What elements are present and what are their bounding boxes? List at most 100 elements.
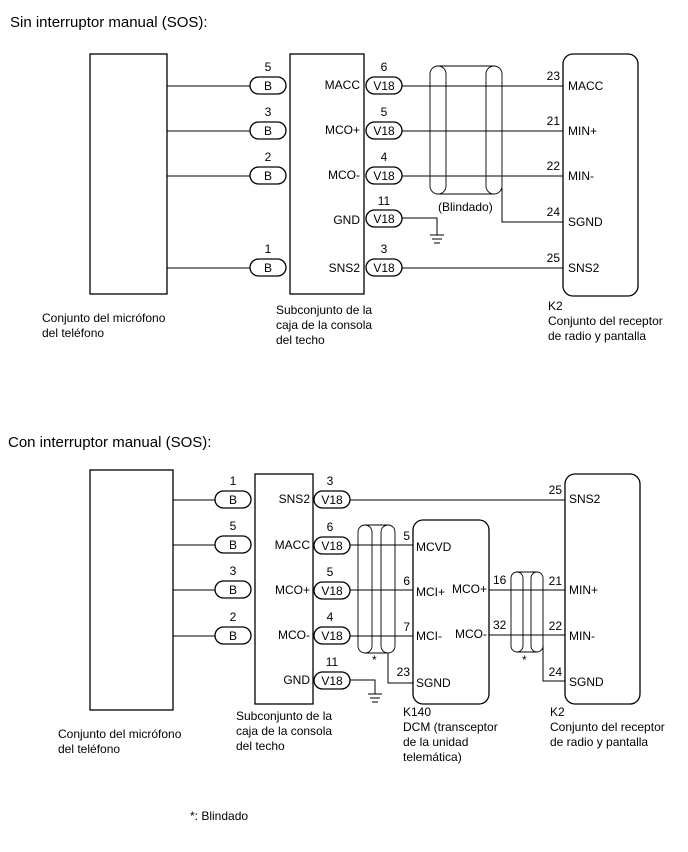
dcm-box — [412, 519, 490, 705]
console-pin-num-1-1: 6 — [381, 60, 388, 74]
mic-connector-1-1 — [249, 76, 287, 95]
console-pin-name-1-2: MCO+ — [325, 123, 360, 137]
receiver-pin-name-2-4: SGND — [569, 675, 604, 689]
shield-label-1: (Blindado) — [438, 200, 493, 214]
mic-connector-2-1 — [214, 490, 252, 509]
console-conn-label-2-3: V18 — [321, 584, 343, 598]
console-pin-name-1-4: GND — [333, 213, 360, 227]
console-label-1c: del techo — [276, 333, 325, 347]
dcm-left-pin-num-4: 23 — [397, 665, 411, 679]
console-label-2a: Subconjunto de la — [236, 709, 332, 723]
receiver-label-1b: de radio y pantalla — [548, 329, 646, 343]
shield-1 — [429, 65, 447, 195]
dcm-left-pin-num-1: 5 — [403, 529, 410, 543]
mic-conn-label-2-4: B — [229, 629, 237, 643]
console-pin-name-1-5: SNS2 — [329, 261, 361, 275]
phone-mic-label-2a: Conjunto del micrófono — [58, 727, 182, 741]
dcm-left-pin-name-2: MCI+ — [416, 585, 445, 599]
console-pin-name-2-1: SNS2 — [279, 492, 311, 506]
console-pin-num-1-2: 5 — [381, 105, 388, 119]
mic-pin-2-3: 3 — [230, 564, 237, 578]
console-pin-num-2-2: 6 — [327, 520, 334, 534]
dcm-left-pin-num-2: 6 — [403, 574, 410, 588]
console-label-2b: caja de la consola — [236, 724, 332, 738]
receiver-pin-num-2-2: 21 — [549, 574, 563, 588]
mic-conn-label-1-1: B — [264, 79, 272, 93]
console-conn-label-2-5: V18 — [321, 674, 343, 688]
mic-conn-label-1-4: B — [264, 261, 272, 275]
console-conn-label-2-2: V18 — [321, 539, 343, 553]
mic-connector-1-3 — [249, 166, 287, 185]
mic-conn-label-2-2: B — [229, 538, 237, 552]
console-box-1 — [289, 53, 365, 295]
console-conn-label-1-4: V18 — [373, 212, 395, 226]
receiver-pin-name-1-5: SNS2 — [568, 261, 600, 275]
dcm-code: K140 — [403, 705, 431, 719]
receiver-pin-name-2-2: MIN+ — [569, 583, 598, 597]
phone-mic-box-2 — [89, 469, 174, 711]
mic-connector-2-2 — [214, 535, 252, 554]
console-label-1a: Subconjunto de la — [276, 303, 372, 317]
mic-pin-2-2: 5 — [230, 519, 237, 533]
receiver-pin-num-2-1: 25 — [549, 483, 563, 497]
console-conn-label-2-1: V18 — [321, 493, 343, 507]
receiver-pin-num-1-4: 24 — [547, 205, 561, 219]
console-conn-label-2-4: V18 — [321, 629, 343, 643]
dcm-left-pin-num-3: 7 — [403, 620, 410, 634]
mic-conn-label-2-3: B — [229, 583, 237, 597]
console-conn-label-1-1: V18 — [373, 79, 395, 93]
console-label-1b: caja de la consola — [276, 318, 372, 332]
mic-pin-2-4: 2 — [230, 610, 237, 624]
mic-connector-1-4 — [249, 258, 287, 277]
dcm-left-pin-name-4: SGND — [416, 676, 451, 690]
console-pin-num-2-4: 4 — [327, 610, 334, 624]
console-pin-name-1-3: MCO- — [328, 168, 360, 182]
receiver-pin-name-1-4: SGND — [568, 215, 603, 229]
mic-pin-1-3: 2 — [265, 150, 272, 164]
console-pin-num-2-3: 5 — [327, 565, 334, 579]
console-pin-num-1-4: 11 — [378, 194, 391, 208]
receiver-label-1a: Conjunto del receptor — [548, 314, 663, 328]
shield-2a — [357, 524, 373, 654]
mic-pin-2-1: 1 — [230, 474, 237, 488]
receiver-box-1 — [562, 53, 639, 297]
mic-pin-1-2: 3 — [265, 105, 272, 119]
mic-conn-label-2-1: B — [229, 493, 237, 507]
receiver-pin-num-1-5: 25 — [547, 251, 561, 265]
shield-star-2b: * — [522, 653, 527, 667]
receiver-code-1: K2 — [548, 299, 563, 313]
section2-title: Con interruptor manual (SOS): — [8, 434, 211, 451]
dcm-right-pin-name-1: MCO+ — [452, 582, 487, 596]
receiver-pin-name-1-2: MIN+ — [568, 124, 597, 138]
console-pin-name-2-5: GND — [283, 673, 310, 687]
receiver-pin-num-2-4: 24 — [549, 665, 563, 679]
console-pin-name-2-2: MACC — [275, 538, 311, 552]
shield-2b — [510, 571, 524, 653]
receiver-pin-num-1-1: 23 — [547, 69, 561, 83]
console-conn-label-1-2: V18 — [373, 124, 395, 138]
receiver-pin-name-1-1: MACC — [568, 79, 604, 93]
console-pin-num-2-1: 3 — [327, 474, 334, 488]
footnote: *: Blindado — [190, 809, 248, 823]
dcm-label-a: DCM (transceptor — [403, 720, 498, 734]
phone-mic-label-2b: del teléfono — [58, 742, 120, 756]
console-label-2c: del techo — [236, 739, 285, 753]
console-box-2 — [254, 473, 314, 705]
receiver-pin-name-2-3: MIN- — [569, 629, 595, 643]
console-conn-label-1-3: V18 — [373, 169, 395, 183]
console-pin-name-2-3: MCO+ — [275, 583, 310, 597]
console-pin-num-2-5: 11 — [326, 655, 339, 669]
shield-star-2a: * — [372, 653, 377, 667]
receiver-pin-num-1-2: 21 — [547, 114, 561, 128]
mic-conn-label-1-3: B — [264, 169, 272, 183]
dcm-left-pin-name-1: MCVD — [416, 540, 452, 554]
receiver-code-2: K2 — [550, 705, 565, 719]
phone-mic-label-1b: del teléfono — [42, 326, 104, 340]
mic-connector-2-4 — [214, 626, 252, 645]
dcm-right-pin-name-2: MCO- — [455, 627, 487, 641]
console-conn-label-1-5: V18 — [373, 261, 395, 275]
phone-mic-box-1 — [89, 53, 168, 295]
receiver-label-2b: de radio y pantalla — [550, 735, 648, 749]
receiver-box-2 — [564, 473, 641, 705]
